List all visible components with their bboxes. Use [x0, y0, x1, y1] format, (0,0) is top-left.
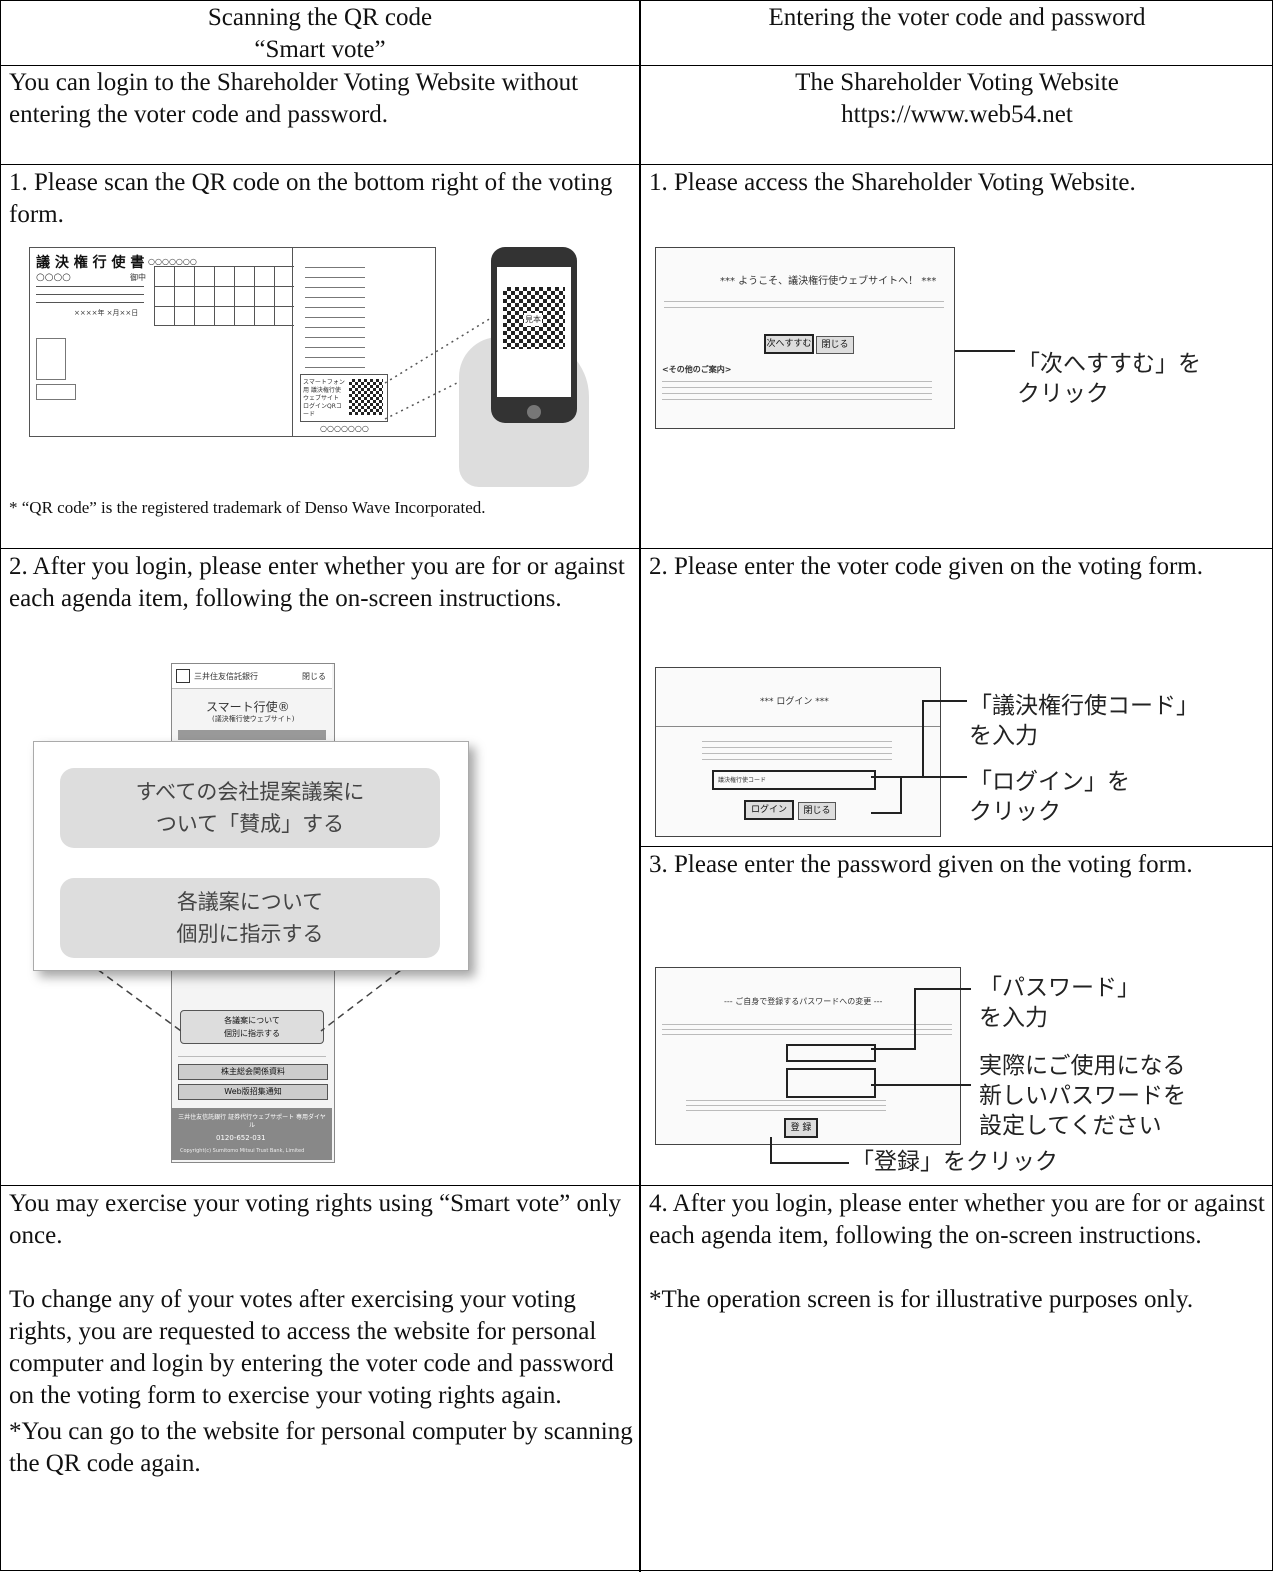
password-heading: --- ご自身で登録するパスワードへの変更 ---: [724, 997, 883, 1006]
callout-password: 「パスワード」 を入力: [979, 973, 1140, 1033]
individual-line2: 個別に指示する: [176, 922, 324, 946]
header-left-line1: Scanning the QR code: [207, 4, 433, 31]
support-tel: 0120-652-031: [216, 1134, 266, 1142]
password-callout-lines: [770, 988, 971, 1164]
callout-voter-code: 「議決権行使コード」 を入力: [969, 691, 1199, 751]
phone-close[interactable]: 閉じる: [302, 672, 326, 681]
step3-right-text: 3. Please enter the password given on th…: [649, 851, 1193, 878]
form-qr-box: スマートフォン用 議決権行使 ウェブサイト ログインQRコード: [300, 374, 388, 422]
individual-vote-button[interactable]: 各議案について 個別に指示する: [60, 878, 440, 958]
header-right: Entering the voter code and password: [768, 4, 1146, 31]
site-url: https://www.web54.net: [841, 101, 1073, 128]
callout-voter-code-line2: を入力: [969, 723, 1038, 749]
form-code: ○○○○○○○: [148, 257, 197, 266]
callout-login-line2: クリック: [969, 799, 1061, 825]
row-divider: [640, 846, 1272, 847]
form-code-bottom: ○○○○○○○: [320, 424, 369, 433]
pc-site-note: *You can go to the website for personal …: [9, 1418, 633, 1477]
menu-web-notice[interactable]: Web版招集通知: [178, 1084, 328, 1100]
welcome-other-info: <その他のご案内>: [662, 365, 732, 374]
illustrative-note: *The operation screen is for illustrativ…: [649, 1286, 1194, 1313]
login-button[interactable]: ログイン: [744, 800, 794, 820]
callout-next-line1: 「次へすすむ」を: [1017, 351, 1201, 377]
small-btn-line2: 個別に指示する: [224, 1029, 280, 1038]
welcome-next-button[interactable]: 次へすすむ: [764, 334, 814, 354]
row-divider: [1, 1185, 1272, 1186]
callout-new-password-line3: 設定してください: [979, 1113, 1162, 1139]
site-name: The Shareholder Voting Website: [795, 69, 1119, 96]
menu-shareholder-materials[interactable]: 株主総会関係資料: [178, 1064, 328, 1080]
form-title: 議 決 権 行 使 書: [36, 255, 145, 271]
smartphone-icon: 見本: [491, 247, 577, 423]
voting-form: 議 決 権 行 使 書 ○○○○○○○ ○○○○ 御中 ××××年 ×月××日 …: [29, 247, 436, 437]
approve-all-button[interactable]: すべての会社提案議案に ついて「賛成」する: [60, 768, 440, 848]
voter-code-label: 議決権行使コード: [718, 777, 767, 784]
row-divider: [1, 548, 1272, 549]
bottom-right: 4. After you login, please enter whether…: [649, 1188, 1269, 1316]
callout-register: 「登録」をクリック: [851, 1149, 1058, 1175]
login-screen: *** ログイン *** 議決権行使コード ログイン 閉じる: [655, 667, 941, 837]
login-close-button[interactable]: 閉じる: [798, 802, 836, 820]
bottom-left: You may exercise your voting rights usin…: [9, 1188, 634, 1480]
callout-password-line1: 「パスワード」: [979, 975, 1140, 1001]
change-votes-note: To change any of your votes after exerci…: [9, 1286, 614, 1409]
voting-form-illustration: 議 決 権 行 使 書 ○○○○○○○ ○○○○ 御中 ××××年 ×月××日 …: [29, 247, 619, 487]
voter-code-field[interactable]: 議決権行使コード: [712, 770, 876, 790]
step2-right-text: 2. Please enter the voter code given on …: [649, 553, 1204, 580]
once-note: You may exercise your voting rights usin…: [9, 1190, 621, 1249]
phone-qr-sample: 見本: [524, 313, 542, 326]
qr-trademark-note: * “QR code” is the registered trademark …: [9, 498, 486, 517]
column-divider: [639, 1, 641, 1572]
callout-login-line1: 「ログイン」を: [969, 769, 1130, 795]
intro-right: The Shareholder Voting Website https://w…: [641, 67, 1273, 131]
form-qr-icon: [349, 379, 383, 415]
approve-all-line1: すべての会社提案議案に: [135, 780, 365, 804]
support-label: 三井住友信託銀行 証券代行ウェブサポート 専用ダイヤル: [178, 1114, 326, 1129]
callout-password-line2: を入力: [979, 1005, 1048, 1031]
row-divider: [1, 65, 1272, 66]
row-divider: [1, 164, 1272, 165]
step1-left-text: 1. Please scan the QR code on the bottom…: [9, 169, 613, 228]
app-subtitle: (議決権行使ウェブサイト): [212, 715, 295, 723]
small-individual-button[interactable]: 各議案について 個別に指示する: [180, 1010, 324, 1044]
step2-left-text: 2. After you login, please enter whether…: [9, 553, 625, 612]
header-left: Scanning the QR code “Smart vote”: [1, 1, 639, 65]
callout-next-line2: クリック: [1017, 381, 1109, 407]
small-btn-line1: 各議案について: [224, 1016, 280, 1025]
bank-logo-icon: [176, 669, 190, 683]
app-title: スマート行使®: [206, 700, 290, 714]
intro-left: You can login to the Shareholder Voting …: [9, 69, 579, 128]
welcome-heading: *** ようこそ、議決権行使ウェブサイトへ！ ***: [720, 276, 937, 287]
step4-text: 4. After you login, please enter whether…: [649, 1190, 1265, 1249]
callout-next: 「次へすすむ」を クリック: [1017, 349, 1201, 409]
approve-all-line2: ついて「賛成」する: [155, 812, 345, 836]
bank-name: 三井住友信託銀行: [194, 672, 258, 681]
callout-line: [955, 350, 1015, 352]
form-date: ××××年 ×月××日: [74, 309, 139, 317]
callout-new-password: 実際にご使用になる 新しいパスワードを 設定してください: [979, 1051, 1186, 1141]
zoomed-vote-panel: すべての会社提案議案に ついて「賛成」する 各議案について 個別に指示する: [33, 741, 469, 971]
register-button[interactable]: 登 録: [784, 1118, 818, 1138]
individual-line1: 各議案について: [176, 890, 324, 914]
header-left-line2: “Smart vote”: [254, 36, 386, 63]
current-password-field[interactable]: [786, 1044, 876, 1062]
callout-new-password-line2: 新しいパスワードを: [979, 1083, 1186, 1109]
phone-copyright: Copyright(c) Sumitomo Mitsui Trust Bank,…: [180, 1148, 305, 1154]
welcome-close-button[interactable]: 閉じる: [816, 336, 854, 354]
form-okuchu: 御中: [130, 273, 146, 282]
login-heading: *** ログイン ***: [760, 697, 829, 707]
step1-right-text: 1. Please access the Shareholder Voting …: [649, 169, 1136, 196]
callout-voter-code-line1: 「議決権行使コード」: [969, 693, 1199, 719]
login-callout-lines: [871, 700, 967, 814]
callout-new-password-line1: 実際にご使用になる: [979, 1053, 1186, 1079]
welcome-screen: *** ようこそ、議決権行使ウェブサイトへ！ *** 次へすすむ 閉じる <その…: [655, 247, 955, 429]
form-addressee: ○○○○: [36, 272, 71, 283]
password-screen: --- ご自身で登録するパスワードへの変更 --- 登 録: [655, 967, 961, 1145]
callout-login: 「ログイン」を クリック: [969, 767, 1130, 827]
qr-label: スマートフォン用 議決権行使 ウェブサイト ログインQRコード: [303, 379, 345, 418]
